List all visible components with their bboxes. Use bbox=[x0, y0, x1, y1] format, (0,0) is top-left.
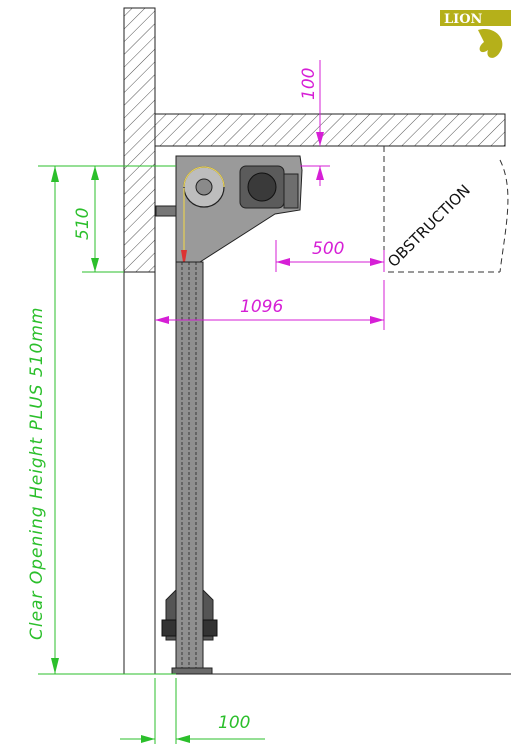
dim-1096 bbox=[155, 280, 385, 330]
obstruction-label: OBSTRUCTION bbox=[384, 181, 474, 271]
dim-510-label: 510 bbox=[73, 208, 93, 240]
dim-clear-opening bbox=[38, 165, 176, 675]
bottom-bracket bbox=[161, 588, 218, 641]
motor bbox=[239, 165, 299, 209]
dim-100-top-label: 100 bbox=[299, 68, 319, 100]
guide-rail bbox=[171, 261, 213, 675]
dim-500-label: 500 bbox=[312, 239, 344, 259]
dim-100-bottom-label: 100 bbox=[218, 713, 250, 733]
wall bbox=[123, 7, 156, 273]
ceiling-slab bbox=[154, 113, 506, 147]
lion-logo: LION bbox=[440, 10, 511, 58]
drum-wheel bbox=[183, 166, 225, 208]
drop-arrow bbox=[181, 250, 187, 268]
dim-510 bbox=[82, 166, 124, 273]
dim-1096-label: 1096 bbox=[240, 297, 283, 317]
clear-opening-label: Clear Opening Height PLUS 510mm bbox=[27, 307, 47, 641]
logo-text: LION bbox=[444, 12, 483, 27]
dim-100-bottom bbox=[120, 678, 265, 744]
dim-100-top bbox=[300, 60, 330, 186]
dim-500 bbox=[275, 240, 385, 272]
